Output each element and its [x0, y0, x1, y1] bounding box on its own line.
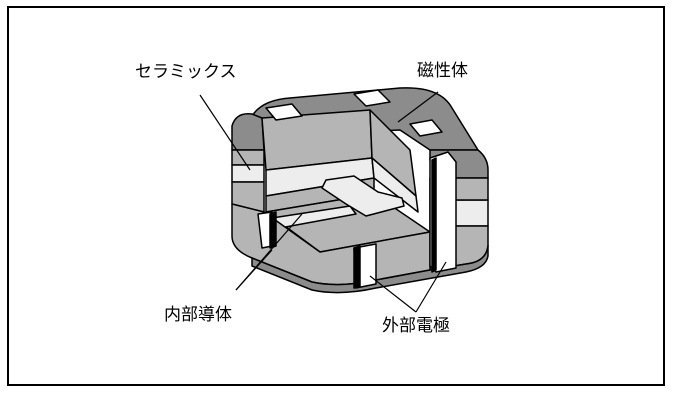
label-ceramics: セラミックス: [135, 62, 237, 82]
electrode-front-mid-edge: [353, 245, 361, 289]
electrode-front-left-edge: [269, 211, 277, 249]
electrode-top-3: [409, 119, 443, 137]
leader-ceramics: [199, 94, 251, 171]
inner-right-wall-light: [371, 157, 419, 213]
leader-magnetic: [397, 91, 439, 123]
label-inner-conductor: 内部導体: [164, 305, 232, 325]
inner-conductor-pad: [321, 175, 405, 217]
electrode-top-2: [353, 89, 391, 107]
label-magnetic: 磁性体: [417, 61, 468, 81]
leader-outer-electrode-2: [415, 261, 447, 313]
label-outer-electrode: 外部電極: [382, 316, 450, 336]
leader-inner-conductor-2: [235, 213, 303, 291]
leader-outer-electrode-1: [369, 275, 417, 313]
rear-wall-left-medium: [231, 149, 265, 166]
electrode-top-1: [265, 103, 303, 121]
electrode-right-edge: [431, 157, 437, 273]
rear-wall-left-dark: [231, 113, 265, 151]
